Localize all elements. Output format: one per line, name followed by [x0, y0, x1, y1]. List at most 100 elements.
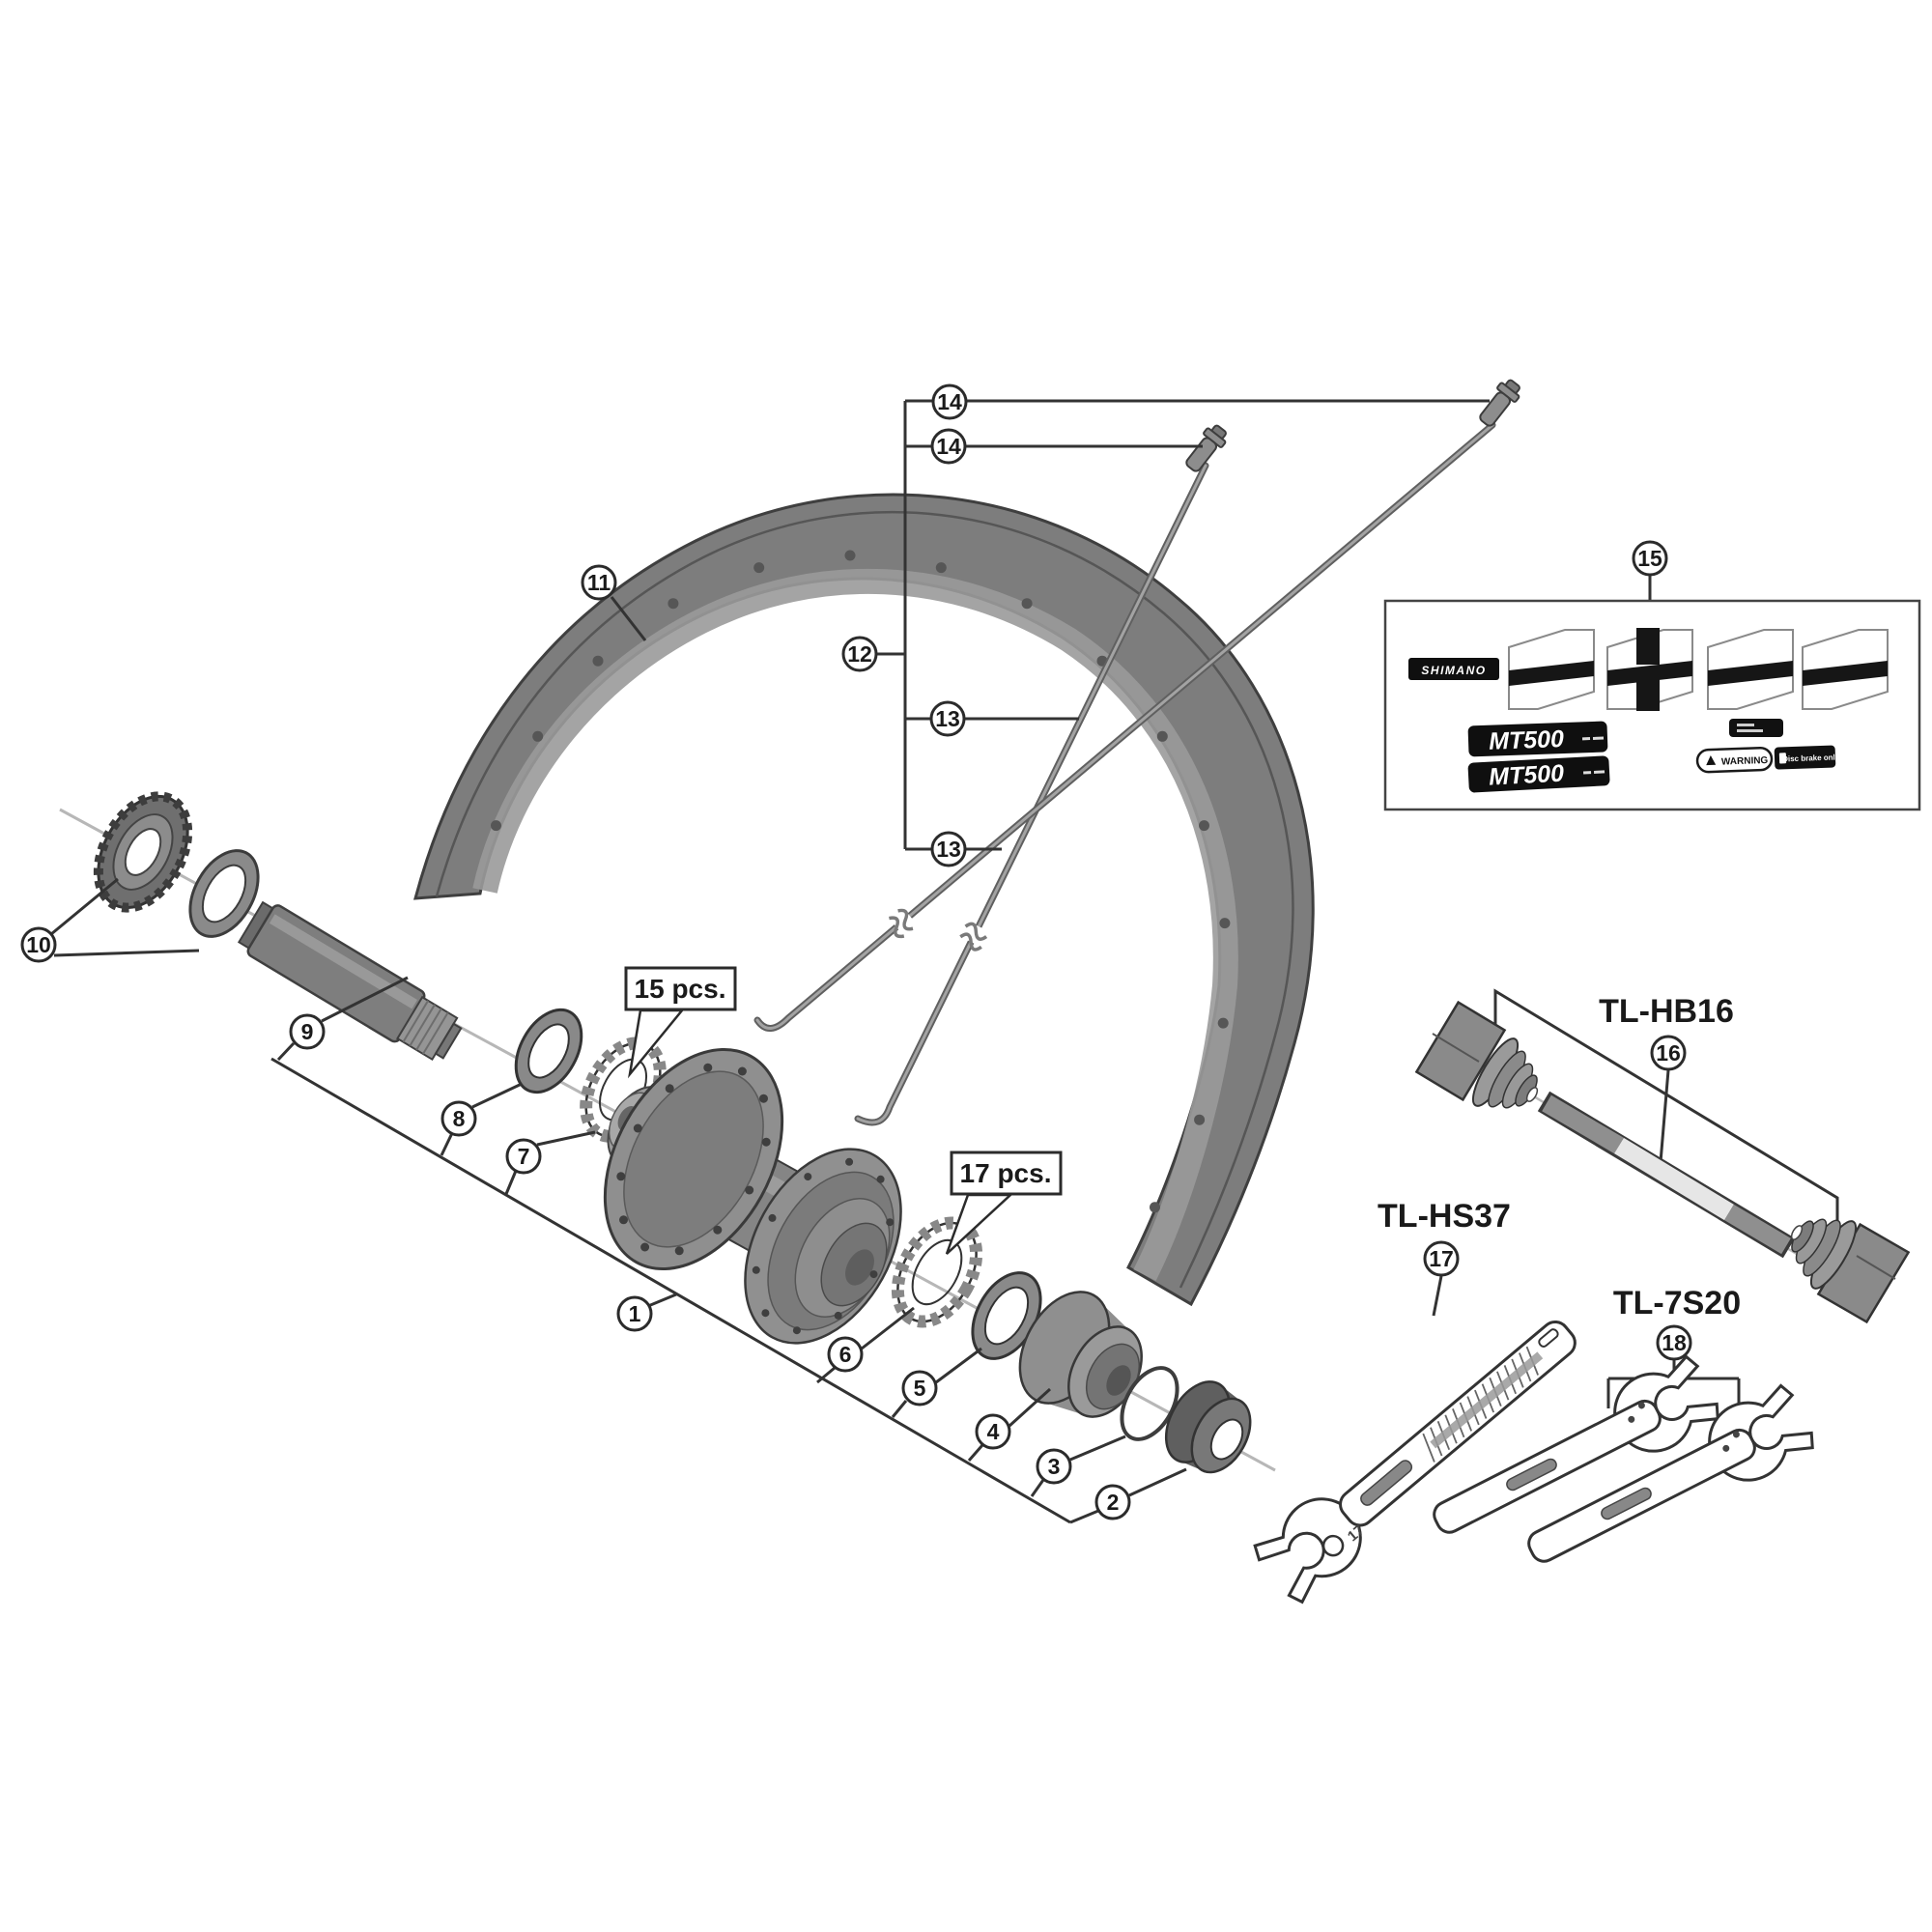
rim-spoke-holes	[491, 550, 1231, 1213]
warning-triangle-icon	[1706, 754, 1717, 766]
hub-axle-assembly	[93, 791, 1252, 1474]
leader-line	[967, 1444, 984, 1462]
mt500-decal-2-text: MT500	[1489, 760, 1565, 791]
leader-line	[891, 1400, 908, 1418]
spoke-break-mark	[888, 906, 919, 939]
leader-line	[270, 1057, 1071, 1524]
callout-12: 12	[841, 636, 878, 672]
leader-line	[935, 1347, 982, 1384]
callout-7: 7	[505, 1138, 542, 1175]
svg-text:16: 16	[1656, 1040, 1681, 1065]
warning-decal: WARNING Disc brake only!	[1695, 745, 1842, 774]
pcs17-label: 17 pcs.	[960, 1158, 1052, 1188]
leader-line	[504, 1170, 518, 1195]
callout-14: 14	[930, 428, 967, 465]
wheel-rim	[413, 493, 1315, 1307]
locknut	[1164, 1380, 1252, 1474]
callout-8: 8	[440, 1100, 477, 1137]
svg-text:1: 1	[629, 1301, 641, 1326]
callout-1: 1	[616, 1295, 653, 1332]
svg-text:12: 12	[847, 641, 872, 667]
seal-washer-right	[971, 1271, 1042, 1360]
o-ring	[1120, 1366, 1179, 1441]
shimano-logo-text: SHIMANO	[1421, 664, 1486, 677]
leader-line	[536, 1130, 596, 1147]
cone-wrench-2	[1512, 1378, 1821, 1588]
leader-line	[1030, 1479, 1045, 1497]
callout-11: 11	[581, 564, 617, 601]
tool-tl-hs37: TL-HS37 17	[1253, 1198, 1577, 1605]
svg-text:6: 6	[839, 1342, 852, 1367]
spoke-nipple	[1185, 424, 1227, 472]
svg-text:4: 4	[987, 1419, 1000, 1444]
svg-text:8: 8	[453, 1106, 466, 1131]
leader-line	[1008, 1387, 1052, 1428]
leader-line	[1432, 1275, 1443, 1317]
callout-2: 2	[1094, 1484, 1131, 1520]
svg-text:13: 13	[935, 706, 960, 731]
callout-16: 16	[1650, 1035, 1687, 1071]
leader-line	[1659, 1069, 1670, 1163]
svg-text:14: 14	[937, 389, 962, 414]
warning-title: WARNING	[1721, 755, 1769, 768]
hub-flange-spoke-holes	[616, 1063, 895, 1335]
disc-icon	[1778, 753, 1787, 764]
tool-tl-7s20: TL-7S20	[1417, 1285, 1821, 1588]
hub-axle	[237, 900, 463, 1062]
mt500-decal-1: MT500	[1467, 721, 1608, 757]
rim-groove-line	[435, 511, 1294, 1289]
svg-text:5: 5	[914, 1376, 926, 1401]
svg-text:13: 13	[936, 837, 961, 862]
callout-9: 9	[289, 1013, 326, 1050]
leader-line	[1069, 1435, 1126, 1462]
callout-10: 10	[20, 926, 57, 963]
leader-line	[440, 1132, 454, 1156]
hub-shell	[603, 1047, 902, 1345]
leader-line	[1069, 1509, 1099, 1524]
leader-line	[1128, 1467, 1187, 1497]
pcs17-box	[950, 1151, 1063, 1196]
tl-hs37-label: TL-HS37	[1378, 1198, 1511, 1235]
callout-4: 4	[975, 1413, 1011, 1450]
callout-5: 5	[901, 1370, 938, 1406]
tl-7s20-label: TL-7S20	[1613, 1285, 1741, 1321]
tools: TL-HB16 TL-HS37	[1253, 993, 1911, 1605]
spoke-highlight	[856, 464, 1208, 1124]
tl-hb16-label: TL-HB16	[1599, 993, 1734, 1030]
pcs15-box	[624, 966, 737, 1011]
callout-14: 14	[931, 384, 968, 420]
leader-line	[276, 1041, 296, 1062]
svg-text:17: 17	[1429, 1246, 1454, 1271]
callout-6: 6	[827, 1336, 864, 1373]
pcs15-label: 15 pcs.	[635, 974, 726, 1004]
leader-line	[861, 1306, 915, 1350]
rim-inner-bed	[472, 568, 1238, 1281]
svg-text:10: 10	[26, 932, 51, 957]
tool-tl-hb16: TL-HB16	[1414, 993, 1911, 1324]
svg-text:18: 18	[1662, 1330, 1687, 1355]
svg-text:9: 9	[301, 1019, 314, 1044]
svg-text:15: 15	[1637, 546, 1662, 571]
leader-line	[816, 1366, 836, 1384]
spokes	[753, 379, 1520, 1126]
spoke-break-mark	[959, 921, 990, 952]
callout-13: 13	[929, 700, 966, 737]
leader-line	[647, 1293, 677, 1308]
spoke-highlight	[755, 423, 1494, 1030]
callout-17: 17	[1423, 1240, 1460, 1277]
shimano-logo-decal	[1408, 658, 1499, 680]
leader-line	[471, 1082, 523, 1109]
wrench-hole	[1321, 1534, 1345, 1557]
callout-3: 3	[1036, 1448, 1072, 1485]
mt500-decal-2: MT500	[1467, 755, 1610, 793]
rim-graphic-decals	[1508, 628, 1889, 711]
svg-text:3: 3	[1048, 1454, 1061, 1479]
lockring	[93, 791, 193, 913]
quantity-labels: 15 pcs. 17 pcs.	[624, 966, 1063, 1255]
cone-dust-cap	[1018, 1291, 1143, 1418]
small-spec-decal	[1729, 719, 1783, 737]
lock-washer	[188, 849, 260, 938]
